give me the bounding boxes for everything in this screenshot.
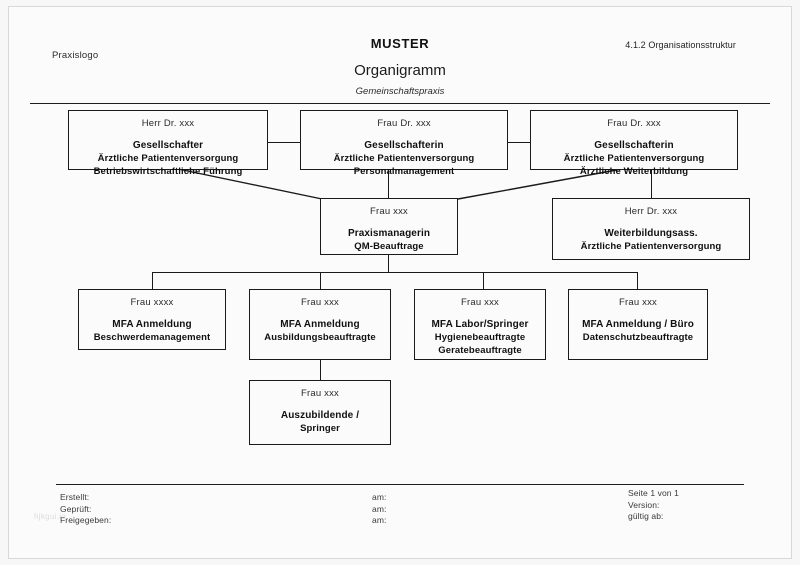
node-role-line: Ausbildungsbeauftragte bbox=[264, 332, 376, 343]
document-sheet bbox=[8, 6, 792, 559]
watermark: hjkgui.io bbox=[34, 512, 67, 521]
node-role-line: Auszubildende / bbox=[280, 410, 360, 421]
node-role-line: Ärztliche Patientenversorgung bbox=[580, 241, 722, 252]
connector-praxismanagerin-stem bbox=[388, 255, 390, 272]
footer-divider bbox=[56, 484, 744, 485]
node-person: Frau xxx bbox=[369, 206, 409, 217]
node-role-line: Hygienebeauftragte bbox=[434, 332, 526, 343]
node-role-line: QM-Beauftrage bbox=[354, 241, 424, 252]
footer-valid-from: gültig ab: bbox=[628, 511, 664, 521]
header-divider bbox=[30, 103, 770, 104]
footer-document-info: Seite 1 von 1 Version: gültig ab: bbox=[628, 488, 679, 523]
footer-signoff-labels: Erstellt: Geprüft: Freigegeben: bbox=[60, 492, 111, 527]
footer-label-am-1: am: bbox=[372, 492, 387, 502]
footer-page-number: Seite 1 von 1 bbox=[628, 488, 679, 498]
node-role-line: Gesellschafter bbox=[132, 140, 204, 151]
node-roles: Gesellschafterin Ärztliche Patientenvers… bbox=[531, 139, 737, 178]
node-role-line: MFA Anmeldung bbox=[112, 319, 192, 330]
node-gesellschafter-1[interactable]: Herr Dr. xxx Gesellschafter Ärztliche Pa… bbox=[68, 110, 268, 177]
node-role-line: Geratebeauftragte bbox=[438, 345, 522, 356]
node-role-line: Beschwerdemanagement bbox=[93, 332, 211, 343]
connector-bus-drop-4 bbox=[637, 272, 639, 289]
node-person: Herr Dr. xxx bbox=[141, 118, 195, 129]
node-roles: Auszubildende / Springer bbox=[250, 409, 390, 435]
node-role-line: MFA Labor/Springer bbox=[431, 319, 529, 330]
node-roles: Gesellschafter Ärztliche Patientenversor… bbox=[69, 139, 267, 178]
footer-label-freigegeben: Freigegeben: bbox=[60, 515, 112, 525]
node-roles: MFA Anmeldung / Büro Datenschutzbeauftra… bbox=[569, 318, 707, 344]
node-role-line: Gesellschafterin bbox=[594, 140, 674, 151]
node-person: Frau xxxx bbox=[130, 297, 174, 308]
node-mfa-buero[interactable]: Frau xxx MFA Anmeldung / Büro Datenschut… bbox=[568, 289, 708, 360]
connector-bus-drop-2 bbox=[320, 272, 322, 289]
footer-label-am-2: am: bbox=[372, 503, 387, 514]
node-role-line: Gesellschafterin bbox=[364, 140, 444, 151]
footer-label-am-3: am: bbox=[372, 515, 387, 525]
node-person: Frau xxx bbox=[300, 388, 340, 399]
node-mfa-beschwerde[interactable]: Frau xxxx MFA Anmeldung Beschwerdemanage… bbox=[78, 289, 226, 350]
node-roles: MFA Anmeldung Beschwerdemanagement bbox=[79, 318, 225, 344]
practice-logo-placeholder: Praxislogo bbox=[52, 50, 99, 61]
node-role-line: Ärztliche Patientenversorgung bbox=[563, 153, 705, 164]
node-role-line: Ärztliche Patientenversorgung bbox=[97, 153, 239, 164]
connector-box3-weiterbildungsass bbox=[651, 169, 653, 198]
node-person: Frau xxx bbox=[300, 297, 340, 308]
node-role-line: MFA Anmeldung / Büro bbox=[582, 319, 694, 330]
footer-version: Version: bbox=[628, 499, 660, 510]
node-praxismanagerin[interactable]: Frau xxx Praxismanagerin QM-Beauftrage bbox=[320, 198, 458, 255]
node-person: Frau xxx bbox=[618, 297, 658, 308]
node-roles: Praxismanagerin QM-Beauftrage bbox=[321, 227, 457, 253]
page-subtitle: Gemeinschaftspraxis bbox=[355, 86, 445, 97]
node-roles: MFA Labor/Springer Hygienebeauftragte Ge… bbox=[415, 318, 545, 357]
footer-label-geprueft: Geprüft: bbox=[60, 503, 92, 514]
connector-row3-bus bbox=[152, 272, 638, 274]
connector-mfa-ausbildung-auszubildende bbox=[320, 360, 322, 380]
node-role-line: Praxismanagerin bbox=[347, 228, 431, 239]
node-role-line: Betriebswirtschaftliche Führung bbox=[93, 166, 243, 177]
connector-bus-drop-1 bbox=[152, 272, 154, 289]
footer-date-labels: am: am: am: bbox=[372, 492, 386, 527]
node-auszubildende[interactable]: Frau xxx Auszubildende / Springer bbox=[249, 380, 391, 445]
node-weiterbildungsass[interactable]: Herr Dr. xxx Weiterbildungsass. Ärztlich… bbox=[552, 198, 750, 260]
node-role-line: Springer bbox=[300, 423, 340, 434]
node-gesellschafterin-3[interactable]: Frau Dr. xxx Gesellschafterin Ärztliche … bbox=[530, 110, 738, 177]
node-role-line: Ärztliche Patientenversorgung bbox=[333, 153, 475, 164]
node-person: Frau xxx bbox=[460, 297, 500, 308]
node-roles: MFA Anmeldung Ausbildungsbeauftragte bbox=[250, 318, 390, 344]
node-person: Frau Dr. xxx bbox=[607, 118, 661, 129]
document-reference: 4.1.2 Organisationsstruktur bbox=[625, 40, 736, 50]
node-gesellschafterin-2[interactable]: Frau Dr. xxx Gesellschafterin Ärztliche … bbox=[300, 110, 508, 177]
connector-box2-praxismanagerin bbox=[388, 169, 390, 199]
node-role-line: Personalmanagement bbox=[353, 166, 455, 177]
node-mfa-ausbildung[interactable]: Frau xxx MFA Anmeldung Ausbildungsbeauft… bbox=[249, 289, 391, 360]
footer-label-erstellt: Erstellt: bbox=[60, 492, 90, 502]
node-role-line: Datenschutzbeauftragte bbox=[582, 332, 694, 343]
node-roles: Gesellschafterin Ärztliche Patientenvers… bbox=[301, 139, 507, 178]
node-mfa-labor[interactable]: Frau xxx MFA Labor/Springer Hygienebeauf… bbox=[414, 289, 546, 360]
node-person: Herr Dr. xxx bbox=[624, 206, 678, 217]
connector-bus-drop-3 bbox=[483, 272, 485, 289]
connector-box2-box3 bbox=[508, 142, 530, 144]
node-role-line: Ärztliche Weiterbildung bbox=[579, 166, 689, 177]
node-roles: Weiterbildungsass. Ärztliche Patientenve… bbox=[553, 227, 749, 253]
node-role-line: Weiterbildungsass. bbox=[604, 228, 698, 239]
page-title: Organigramm bbox=[354, 62, 446, 79]
node-person: Frau Dr. xxx bbox=[377, 118, 431, 129]
node-role-line: MFA Anmeldung bbox=[280, 319, 360, 330]
connector-box1-box2 bbox=[268, 142, 300, 144]
muster-label: MUSTER bbox=[370, 36, 430, 51]
